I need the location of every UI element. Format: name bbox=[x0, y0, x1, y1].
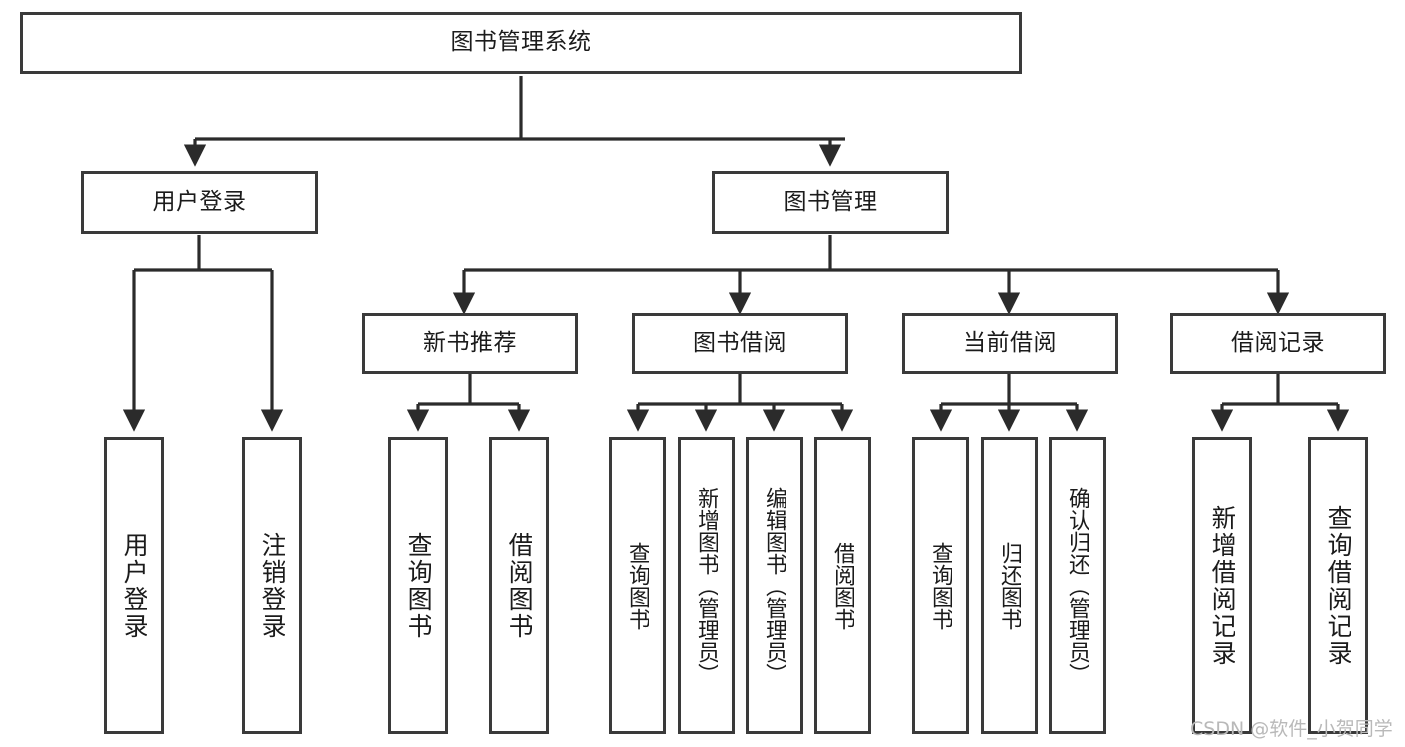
node-leaf-edit-book-label: 编辑图书（管理员） bbox=[762, 486, 787, 685]
node-user-login-label: 用户登录 bbox=[152, 188, 247, 215]
node-leaf-user-login[interactable]: 用户登录 bbox=[104, 437, 164, 734]
node-leaf-query-record[interactable]: 查询借阅记录 bbox=[1308, 437, 1368, 734]
node-leaf-logout[interactable]: 注销登录 bbox=[242, 437, 302, 734]
node-new-book-rec-label: 新书推荐 bbox=[423, 329, 517, 356]
node-leaf-add-book[interactable]: 新增图书（管理员） bbox=[678, 437, 735, 734]
node-leaf-add-record-label: 新增借阅记录 bbox=[1208, 504, 1236, 667]
node-leaf-borrow-book-2[interactable]: 借阅图书 bbox=[814, 437, 871, 734]
node-leaf-borrow-book-1-label: 借阅图书 bbox=[505, 531, 533, 640]
node-leaf-query-book-1[interactable]: 查询图书 bbox=[388, 437, 448, 734]
node-leaf-borrow-book-2-label: 借阅图书 bbox=[830, 541, 855, 630]
node-leaf-logout-label: 注销登录 bbox=[258, 531, 286, 640]
node-book-manage[interactable]: 图书管理 bbox=[712, 171, 949, 234]
node-leaf-add-book-label: 新增图书（管理员） bbox=[694, 486, 719, 685]
node-leaf-return-book[interactable]: 归还图书 bbox=[981, 437, 1038, 734]
node-leaf-edit-book[interactable]: 编辑图书（管理员） bbox=[746, 437, 803, 734]
node-book-manage-label: 图书管理 bbox=[783, 188, 878, 215]
node-current-borrow-label: 当前借阅 bbox=[963, 329, 1057, 356]
node-leaf-confirm-return-label: 确认归还（管理员） bbox=[1065, 486, 1090, 685]
node-root-label: 图书管理系统 bbox=[450, 29, 592, 56]
node-leaf-query-book-1-label: 查询图书 bbox=[404, 531, 432, 640]
node-user-login[interactable]: 用户登录 bbox=[81, 171, 318, 234]
node-book-borrow-label: 图书借阅 bbox=[693, 329, 787, 356]
node-leaf-return-book-label: 归还图书 bbox=[997, 541, 1022, 630]
watermark-text: CSDN @软件_小贺同学 bbox=[1190, 718, 1393, 740]
node-root[interactable]: 图书管理系统 bbox=[20, 12, 1022, 74]
node-borrow-record[interactable]: 借阅记录 bbox=[1170, 313, 1386, 374]
node-book-borrow[interactable]: 图书借阅 bbox=[632, 313, 848, 374]
node-current-borrow[interactable]: 当前借阅 bbox=[902, 313, 1118, 374]
node-leaf-query-book-3[interactable]: 查询图书 bbox=[912, 437, 969, 734]
node-leaf-query-record-label: 查询借阅记录 bbox=[1324, 504, 1352, 667]
node-new-book-rec[interactable]: 新书推荐 bbox=[362, 313, 578, 374]
node-leaf-add-record[interactable]: 新增借阅记录 bbox=[1192, 437, 1252, 734]
node-leaf-query-book-2[interactable]: 查询图书 bbox=[609, 437, 666, 734]
node-leaf-query-book-2-label: 查询图书 bbox=[625, 541, 650, 630]
node-leaf-borrow-book-1[interactable]: 借阅图书 bbox=[489, 437, 549, 734]
node-leaf-user-login-label: 用户登录 bbox=[120, 531, 148, 640]
node-borrow-record-label: 借阅记录 bbox=[1231, 329, 1325, 356]
node-leaf-query-book-3-label: 查询图书 bbox=[928, 541, 953, 630]
node-leaf-confirm-return[interactable]: 确认归还（管理员） bbox=[1049, 437, 1106, 734]
